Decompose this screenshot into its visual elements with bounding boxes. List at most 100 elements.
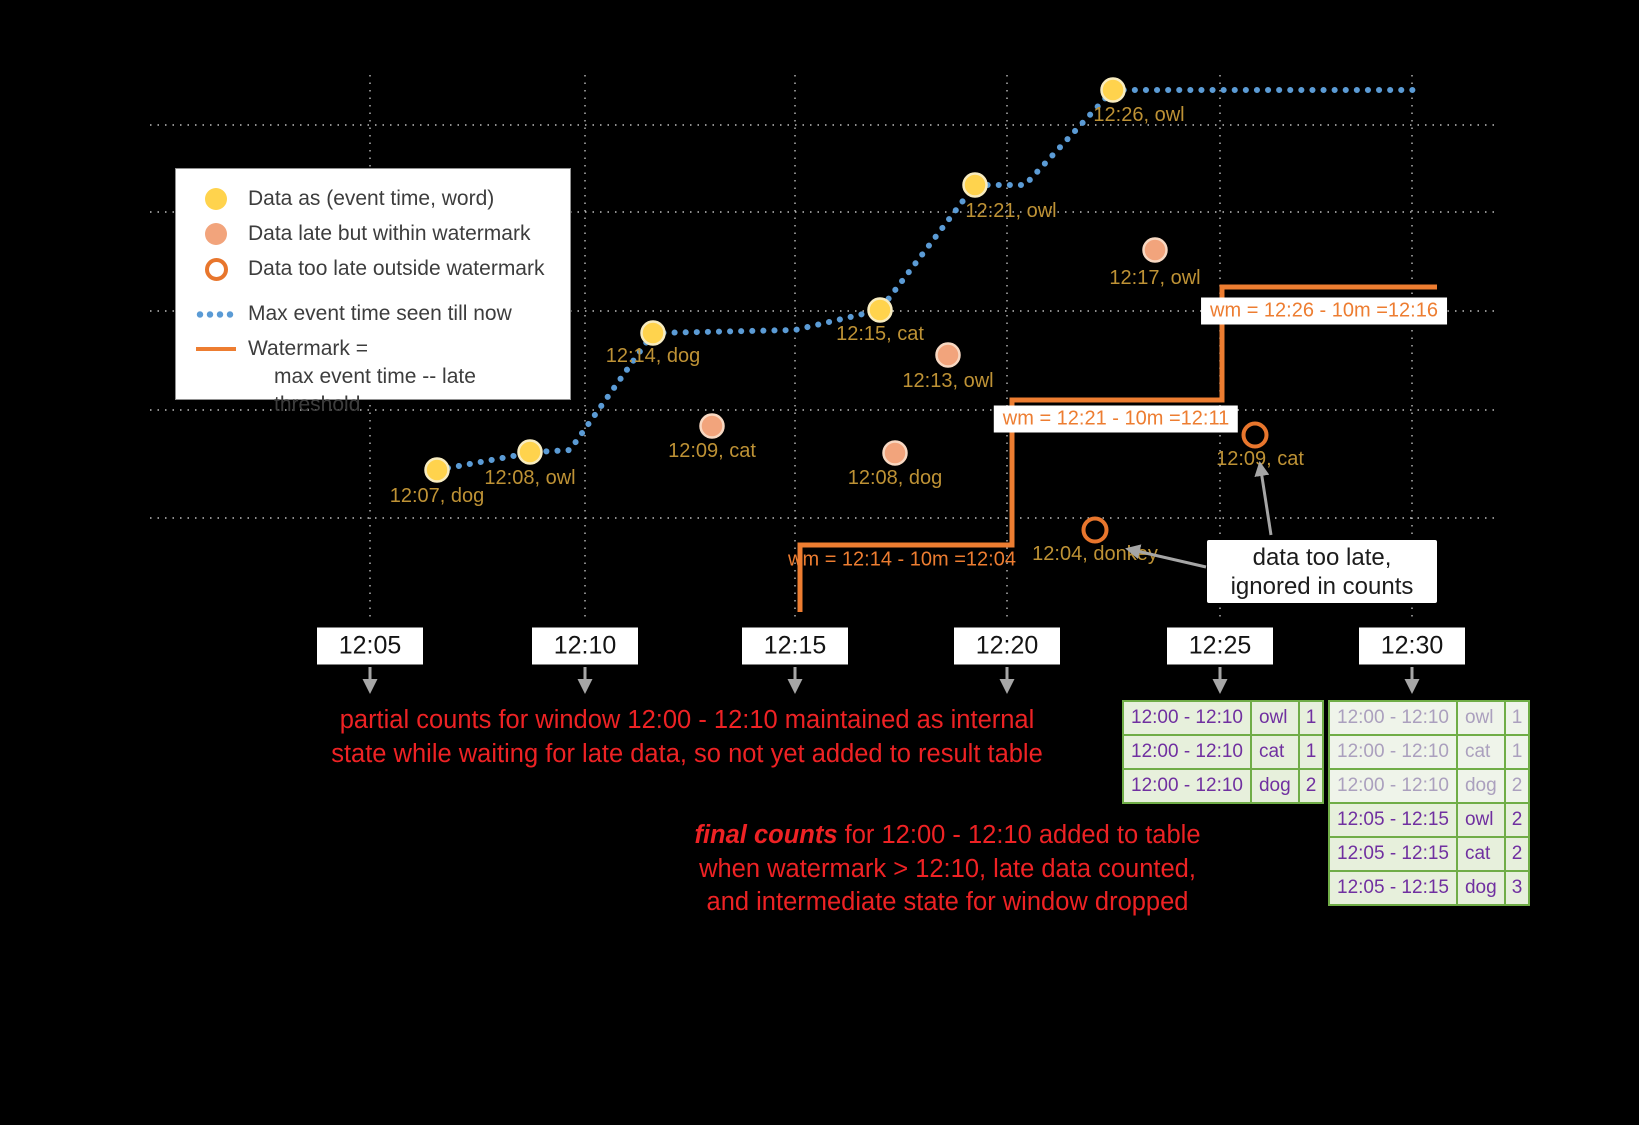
cell-window: 12:00 - 12:10: [1122, 734, 1252, 770]
cell-count: 1: [1297, 700, 1325, 736]
note-line: when watermark > 12:10, late data counte…: [699, 854, 1196, 883]
arrows: [362, 461, 1420, 694]
legend-label: Data as (event time, word): [248, 187, 495, 210]
watermark-value-label-2: wm = 12:21 - 10m =12:11: [993, 405, 1239, 433]
cell-count: 2: [1503, 836, 1531, 872]
data-point-ontime-label: 12:26, owl: [1093, 104, 1184, 126]
data-point-ontime: [962, 172, 988, 198]
cell-window: 12:05 - 12:15: [1328, 802, 1458, 838]
note-line: state while waiting for late data, so no…: [331, 739, 1043, 768]
legend-label-line2: max event time -- late threshold: [274, 365, 476, 416]
data-point-late: [882, 440, 908, 466]
cell-count: 2: [1297, 768, 1325, 804]
data-point-late-label: 12:13, owl: [902, 370, 993, 392]
watermark-value-label-3: wm = 12:26 - 10m =12:16: [1201, 297, 1447, 325]
cell-window: 12:00 - 12:10: [1328, 700, 1458, 736]
data-point-ontime-label: 12:21, owl: [965, 200, 1056, 222]
cell-word: owl: [1455, 802, 1506, 838]
trend-lines: [434, 87, 1437, 612]
watermark-value-label-1: wm = 12:14 - 10m =12:04: [788, 548, 1016, 571]
toolate-circle-icon: [196, 255, 236, 283]
legend: Data as (event time, word) Data late but …: [175, 168, 571, 416]
late-dot-icon: [196, 220, 236, 248]
cell-word: owl: [1455, 700, 1506, 736]
data-point-late: [935, 342, 961, 368]
data-point-late-label: 12:09, cat: [668, 440, 756, 462]
note-line-rest: for 12:00 - 12:10 added to table: [837, 821, 1201, 849]
cell-word: dog: [1455, 768, 1506, 804]
cell-word: cat: [1455, 734, 1506, 770]
cell-count: 1: [1503, 734, 1531, 770]
cell-window: 12:00 - 12:10: [1122, 700, 1252, 736]
data-point-ontime-label: 12:07, dog: [390, 485, 485, 507]
axis-tick-12:30: 12:30: [1359, 627, 1465, 665]
axis-tick-12:15: 12:15: [742, 627, 848, 665]
cell-word: cat: [1249, 734, 1300, 770]
data-point-toolate: [1081, 516, 1109, 544]
cell-count: 1: [1297, 734, 1325, 770]
cell-window: 12:00 - 12:10: [1328, 734, 1458, 770]
legend-label: Max event time seen till now: [248, 302, 512, 325]
note-line: and intermediate state for window droppe…: [706, 888, 1189, 916]
cell-window: 12:00 - 12:10: [1122, 768, 1252, 804]
data-point-ontime: [517, 439, 543, 465]
legend-item: Data as (event time, word): [196, 185, 562, 213]
cell-window: 12:00 - 12:10: [1328, 768, 1458, 804]
callout-arrow-to-donkey: [1125, 544, 1207, 569]
watermark-line: [797, 284, 1437, 612]
cell-count: 1: [1503, 700, 1531, 736]
callout-line: ignored in counts: [1230, 572, 1414, 600]
cell-window: 12:05 - 12:15: [1328, 870, 1458, 906]
data-point-ontime: [867, 297, 893, 323]
data-point-toolate: [1241, 421, 1269, 449]
cell-word: owl: [1249, 700, 1300, 736]
callout-line: data too late,: [1252, 543, 1392, 571]
legend-item: Data late but within watermark: [196, 220, 562, 248]
too-late-callout: data too late, ignored in counts: [1207, 540, 1437, 603]
data-point-ontime-label: 12:15, cat: [836, 323, 924, 345]
max-event-line-icon: [196, 300, 236, 328]
axis-tick-12:10: 12:10: [532, 627, 638, 665]
cell-count: 2: [1503, 802, 1531, 838]
data-point-toolate-label: 12:04, donkey: [1032, 543, 1158, 565]
final-counts-emphasis: final counts: [694, 821, 838, 849]
note-final-counts: final counts for 12:00 - 12:10 added to …: [650, 819, 1245, 920]
data-point-late: [1142, 237, 1168, 263]
data-point-ontime: [1100, 77, 1126, 103]
note-line: final counts for 12:00 - 12:10 added to …: [650, 819, 1245, 853]
legend-label: Data late but within watermark: [248, 222, 531, 245]
legend-item: Watermark =max event time -- late thresh…: [196, 335, 562, 419]
axis-tick-12:05: 12:05: [317, 627, 423, 665]
legend-label: Data too late outside watermark: [248, 257, 545, 280]
legend-item: Max event time seen till now: [196, 300, 562, 328]
data-point-late-label: 12:08, dog: [848, 467, 943, 489]
axis-tick-12:20: 12:20: [954, 627, 1060, 665]
note-line: partial counts for window 12:00 - 12:10 …: [339, 706, 1035, 734]
cell-window: 12:05 - 12:15: [1328, 836, 1458, 872]
watermark-line-icon: [196, 335, 236, 363]
note-partial-counts: partial counts for window 12:00 - 12:10 …: [322, 704, 1052, 771]
legend-item: Data too late outside watermark: [196, 255, 562, 283]
data-point-ontime: [640, 320, 666, 346]
data-point-ontime-label: 12:08, owl: [484, 467, 575, 489]
data-point-ontime-label: 12:14, dog: [606, 345, 701, 367]
cell-count: 3: [1503, 870, 1531, 906]
legend-label: Watermark =max event time -- late thresh…: [248, 335, 562, 419]
data-point-toolate-label: 12:09, cat: [1216, 448, 1304, 470]
data-point-ontime: [424, 457, 450, 483]
callout-arrow-to-cat: [1254, 461, 1273, 536]
data-point-late: [699, 413, 725, 439]
